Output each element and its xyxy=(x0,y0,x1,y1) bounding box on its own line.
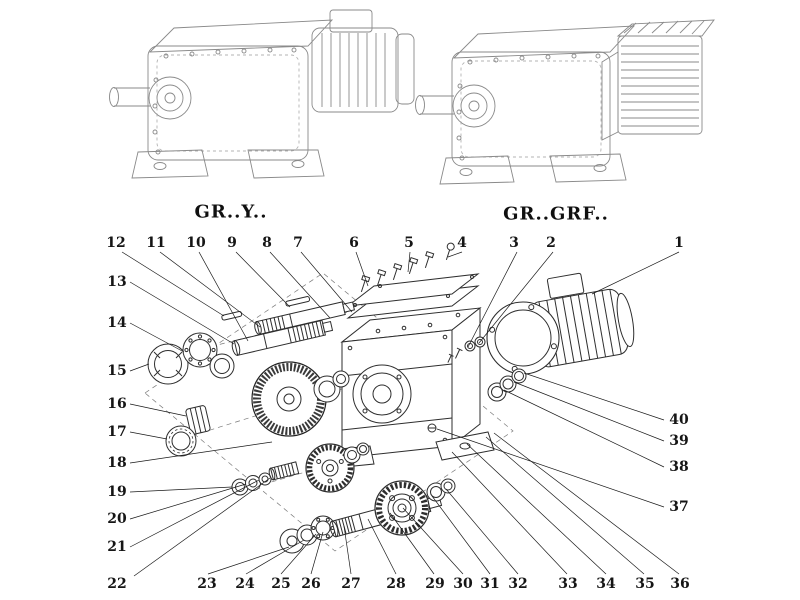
callout-36: 36 xyxy=(670,576,690,592)
flange-screw xyxy=(447,353,454,363)
callout-35: 35 xyxy=(635,576,655,592)
callout-27: 27 xyxy=(341,576,361,592)
callout-16: 16 xyxy=(107,396,127,412)
callout-8: 8 xyxy=(262,235,272,251)
callout-32: 32 xyxy=(508,576,528,592)
leader-lines xyxy=(121,251,680,577)
callout-29: 29 xyxy=(425,576,445,592)
callout-28: 28 xyxy=(386,576,406,592)
callout-23: 23 xyxy=(197,576,217,592)
flange-screw xyxy=(455,347,463,359)
pinion-shaft-lower xyxy=(231,319,334,356)
callout-22: 22 xyxy=(107,576,127,592)
motor-assembly xyxy=(447,272,635,402)
cover-bolt xyxy=(376,268,387,287)
callout-5: 5 xyxy=(404,235,414,251)
callout-24: 24 xyxy=(235,576,255,592)
callout-40: 40 xyxy=(669,412,689,428)
intermediate-shaft-parts xyxy=(231,442,370,496)
cover-bolt xyxy=(424,250,435,269)
callout-31: 31 xyxy=(480,576,500,592)
cover-bolt xyxy=(392,262,403,281)
gearbox-housing xyxy=(329,306,495,469)
callout-2: 2 xyxy=(546,235,556,251)
input-bearings-seals xyxy=(147,332,235,457)
callout-12: 12 xyxy=(106,235,126,251)
callout-14: 14 xyxy=(107,315,127,331)
variant-label-gr-y: GR..Y.. xyxy=(194,201,268,223)
callout-4: 4 xyxy=(457,235,467,251)
callout-38: 38 xyxy=(669,459,689,475)
callout-18: 18 xyxy=(107,455,127,471)
callout-33: 33 xyxy=(558,576,578,592)
callout-7: 7 xyxy=(293,235,303,251)
callout-6: 6 xyxy=(349,235,359,251)
callout-21: 21 xyxy=(107,539,127,555)
assembled-view-gr-y xyxy=(109,9,415,179)
assembled-view-gr-grf xyxy=(415,19,715,185)
intermediate-pinion xyxy=(268,461,300,481)
callout-25: 25 xyxy=(271,576,291,592)
callout-26: 26 xyxy=(301,576,321,592)
callout-1: 1 xyxy=(674,235,684,251)
callout-15: 15 xyxy=(107,363,127,379)
callout-19: 19 xyxy=(107,484,127,500)
callout-3: 3 xyxy=(509,235,519,251)
callout-39: 39 xyxy=(669,433,689,449)
callout-20: 20 xyxy=(107,511,127,527)
output-shaft-assembly xyxy=(279,478,456,554)
callout-17: 17 xyxy=(107,424,127,440)
callout-9: 9 xyxy=(227,235,237,251)
eye-bolt xyxy=(445,242,455,261)
exploded-assembly xyxy=(147,242,635,554)
callout-10: 10 xyxy=(186,235,206,251)
callout-13: 13 xyxy=(107,274,127,290)
callout-11: 11 xyxy=(146,235,166,251)
top-cover-assembly xyxy=(346,242,480,319)
roller-bearing xyxy=(185,405,211,435)
main-gear-set xyxy=(251,361,350,437)
callout-30: 30 xyxy=(453,576,473,592)
variant-label-gr-grf: GR..GRF.. xyxy=(503,203,609,225)
cover-bolt xyxy=(360,274,371,293)
cover-bolt xyxy=(408,256,419,275)
callout-34: 34 xyxy=(596,576,616,592)
callout-37: 37 xyxy=(669,499,689,515)
